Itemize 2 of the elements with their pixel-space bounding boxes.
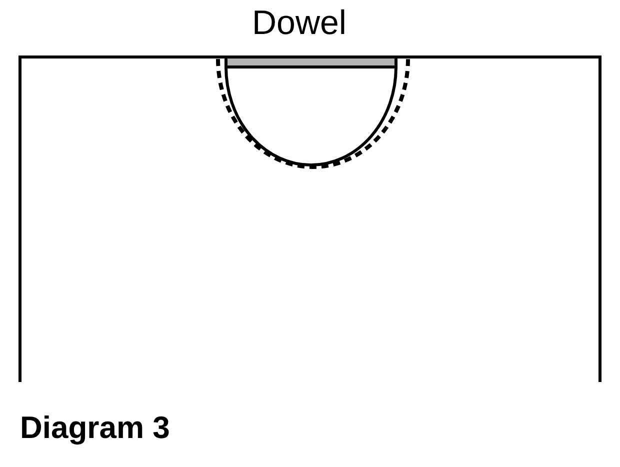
caption: Diagram 3 bbox=[20, 412, 170, 443]
part-label: Dowel bbox=[252, 6, 346, 40]
